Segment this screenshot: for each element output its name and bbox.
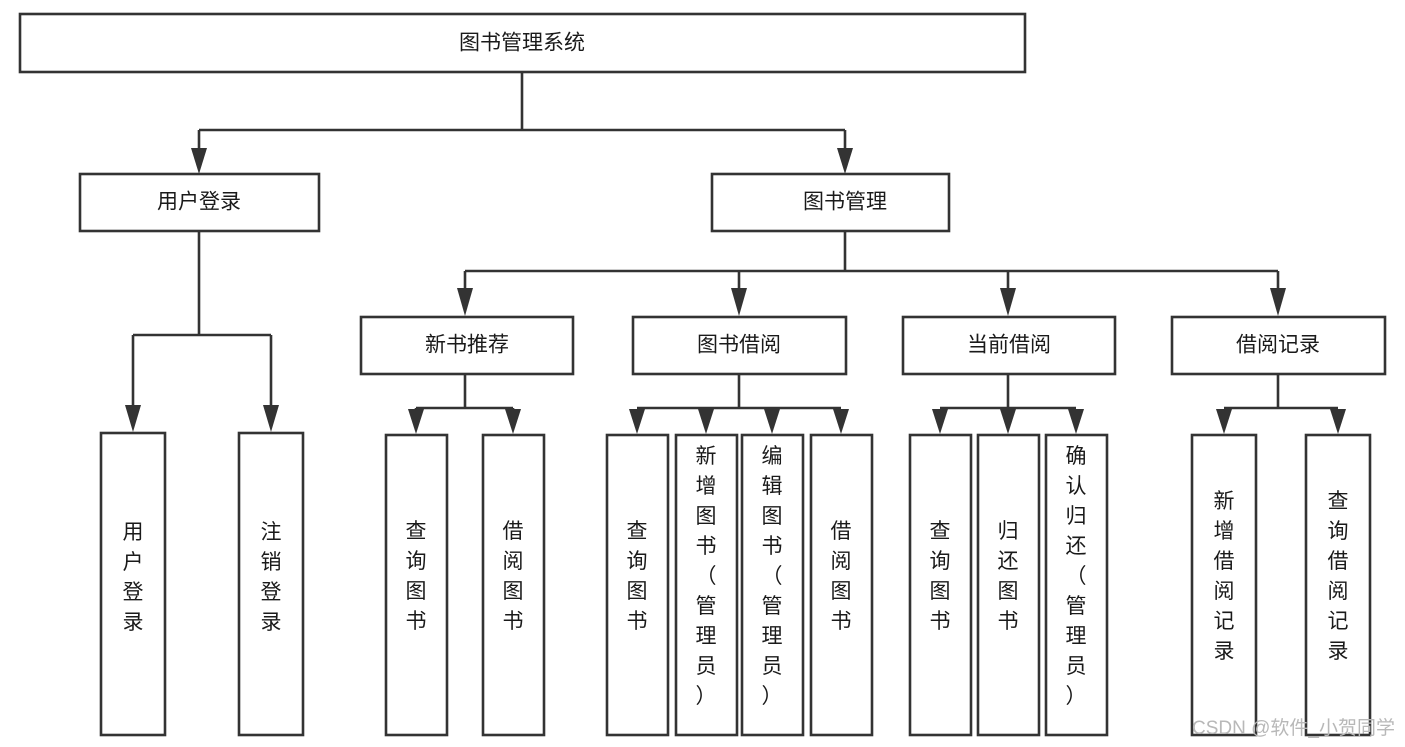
node-book-borrow-box[interactable] — [631, 315, 848, 376]
leaf-borrow-book-2-label: 借阅图书 — [831, 520, 852, 633]
leaf-return-book-box[interactable] — [976, 433, 1041, 737]
connector-layer — [125, 72, 1346, 434]
leaf-add-book-box[interactable] — [674, 433, 739, 737]
arrowhead-leaf-confirm-return — [1068, 409, 1084, 434]
leaf-borrow-book-1-box[interactable] — [481, 433, 546, 737]
leaf-query-record-box[interactable] — [1304, 433, 1372, 737]
leaf-query-book-3-box[interactable] — [908, 433, 973, 737]
node-borrow-record-label: 借阅记录 — [1236, 334, 1320, 357]
leaf-borrow-book-1-label: 借阅图书 — [503, 520, 524, 633]
leaf-query-book-1-label: 查询图书 — [406, 520, 427, 633]
arrowhead-leaf-query-book-3 — [932, 409, 948, 434]
leaf-return-book-label: 归还图书 — [998, 520, 1019, 633]
arrowhead-current-borrow — [1000, 288, 1016, 316]
leaf-add-record-label: 新增借阅记录 — [1214, 490, 1235, 663]
leaf-confirm-return-box[interactable] — [1044, 433, 1109, 737]
leaf-confirm-return[interactable]: 确认归还（管理员） — [1044, 433, 1109, 737]
arrowhead-book-management — [837, 148, 853, 174]
leaf-edit-book[interactable]: 编辑图书（管理员） — [740, 433, 805, 737]
leaf-query-book-3-label: 查询图书 — [930, 520, 951, 633]
leaf-borrow-book-1[interactable]: 借阅图书 — [481, 433, 546, 737]
leaf-query-book-3[interactable]: 查询图书 — [908, 433, 973, 737]
node-user-login-label: 用户登录 — [157, 191, 241, 214]
arrowhead-leaf-query-record — [1330, 409, 1346, 434]
leaf-user-logout-box[interactable] — [237, 431, 305, 737]
leaf-edit-book-label: 编辑图书（管理员） — [762, 445, 783, 708]
arrowhead-user-login — [191, 148, 207, 174]
arrowhead-leaf-return-book — [1000, 409, 1016, 434]
node-borrow-record[interactable]: 借阅记录 — [1170, 315, 1387, 376]
node-book-management-label: 图书管理 — [803, 191, 887, 214]
node-borrow-record-box[interactable] — [1170, 315, 1387, 376]
arrowhead-leaf-add-record — [1216, 409, 1232, 434]
leaf-query-book-1[interactable]: 查询图书 — [384, 433, 449, 737]
node-user-login-box[interactable] — [78, 172, 321, 233]
node-book-management[interactable]: 图书管理 — [710, 172, 951, 233]
arrowhead-leaf-query-book-2 — [629, 409, 645, 434]
node-book-borrow-label: 图书借阅 — [697, 334, 781, 357]
node-root-label: 图书管理系统 — [459, 32, 585, 55]
leaf-return-book[interactable]: 归还图书 — [976, 433, 1041, 737]
node-new-book-recommend[interactable]: 新书推荐 — [359, 315, 575, 376]
arrowhead-leaf-borrow-book-2 — [833, 409, 849, 434]
node-root-box[interactable] — [18, 12, 1027, 74]
leaf-user-login-label: 用户登录 — [123, 521, 144, 634]
node-book-borrow[interactable]: 图书借阅 — [631, 315, 848, 376]
leaf-query-record-label: 查询借阅记录 — [1328, 490, 1349, 663]
arrowhead-leaf-query-book-1 — [408, 409, 424, 434]
node-user-login[interactable]: 用户登录 — [78, 172, 321, 233]
node-book-management-box[interactable] — [710, 172, 951, 233]
leaf-add-record-box[interactable] — [1190, 433, 1258, 737]
node-new-book-recommend-box[interactable] — [359, 315, 575, 376]
leaf-user-logout-label: 注销登录 — [261, 521, 282, 634]
leaf-borrow-book-2-box[interactable] — [809, 433, 874, 737]
leaf-add-record[interactable]: 新增借阅记录 — [1190, 433, 1258, 737]
leaf-user-login-box[interactable] — [99, 431, 167, 737]
leaf-query-book-2-box[interactable] — [605, 433, 670, 737]
leaf-query-book-2-label: 查询图书 — [627, 520, 648, 633]
node-root[interactable]: 图书管理系统 — [18, 12, 1027, 74]
arrowhead-new-book-recommend — [457, 288, 473, 316]
leaf-query-book-2[interactable]: 查询图书 — [605, 433, 670, 737]
leaf-confirm-return-label: 确认归还（管理员） — [1066, 445, 1087, 708]
arrowhead-leaf-user-login — [125, 405, 141, 432]
leaf-user-logout[interactable]: 注销登录 — [237, 431, 305, 737]
arrowhead-leaf-user-logout — [263, 405, 279, 432]
watermark-text: CSDN @软件_小贺同学 — [1192, 717, 1395, 739]
leaf-edit-book-box[interactable] — [740, 433, 805, 737]
node-current-borrow-label: 当前借阅 — [967, 334, 1051, 357]
node-current-borrow-box[interactable] — [901, 315, 1117, 376]
leaf-add-book[interactable]: 新增图书（管理员） — [674, 433, 739, 737]
leaf-user-login[interactable]: 用户登录 — [99, 431, 167, 737]
leaf-add-book-label: 新增图书（管理员） — [696, 445, 717, 708]
leaf-query-record[interactable]: 查询借阅记录 — [1304, 433, 1372, 737]
arrowhead-book-borrow — [731, 288, 747, 316]
arrowhead-borrow-record — [1270, 288, 1286, 316]
node-current-borrow[interactable]: 当前借阅 — [901, 315, 1117, 376]
leaf-borrow-book-2[interactable]: 借阅图书 — [809, 433, 874, 737]
arrowhead-leaf-edit-book — [764, 409, 780, 434]
arrowhead-leaf-add-book — [698, 409, 714, 434]
arrowhead-leaf-borrow-book-1 — [505, 409, 521, 434]
node-new-book-recommend-label: 新书推荐 — [425, 334, 509, 357]
leaf-query-book-1-box[interactable] — [384, 433, 449, 737]
